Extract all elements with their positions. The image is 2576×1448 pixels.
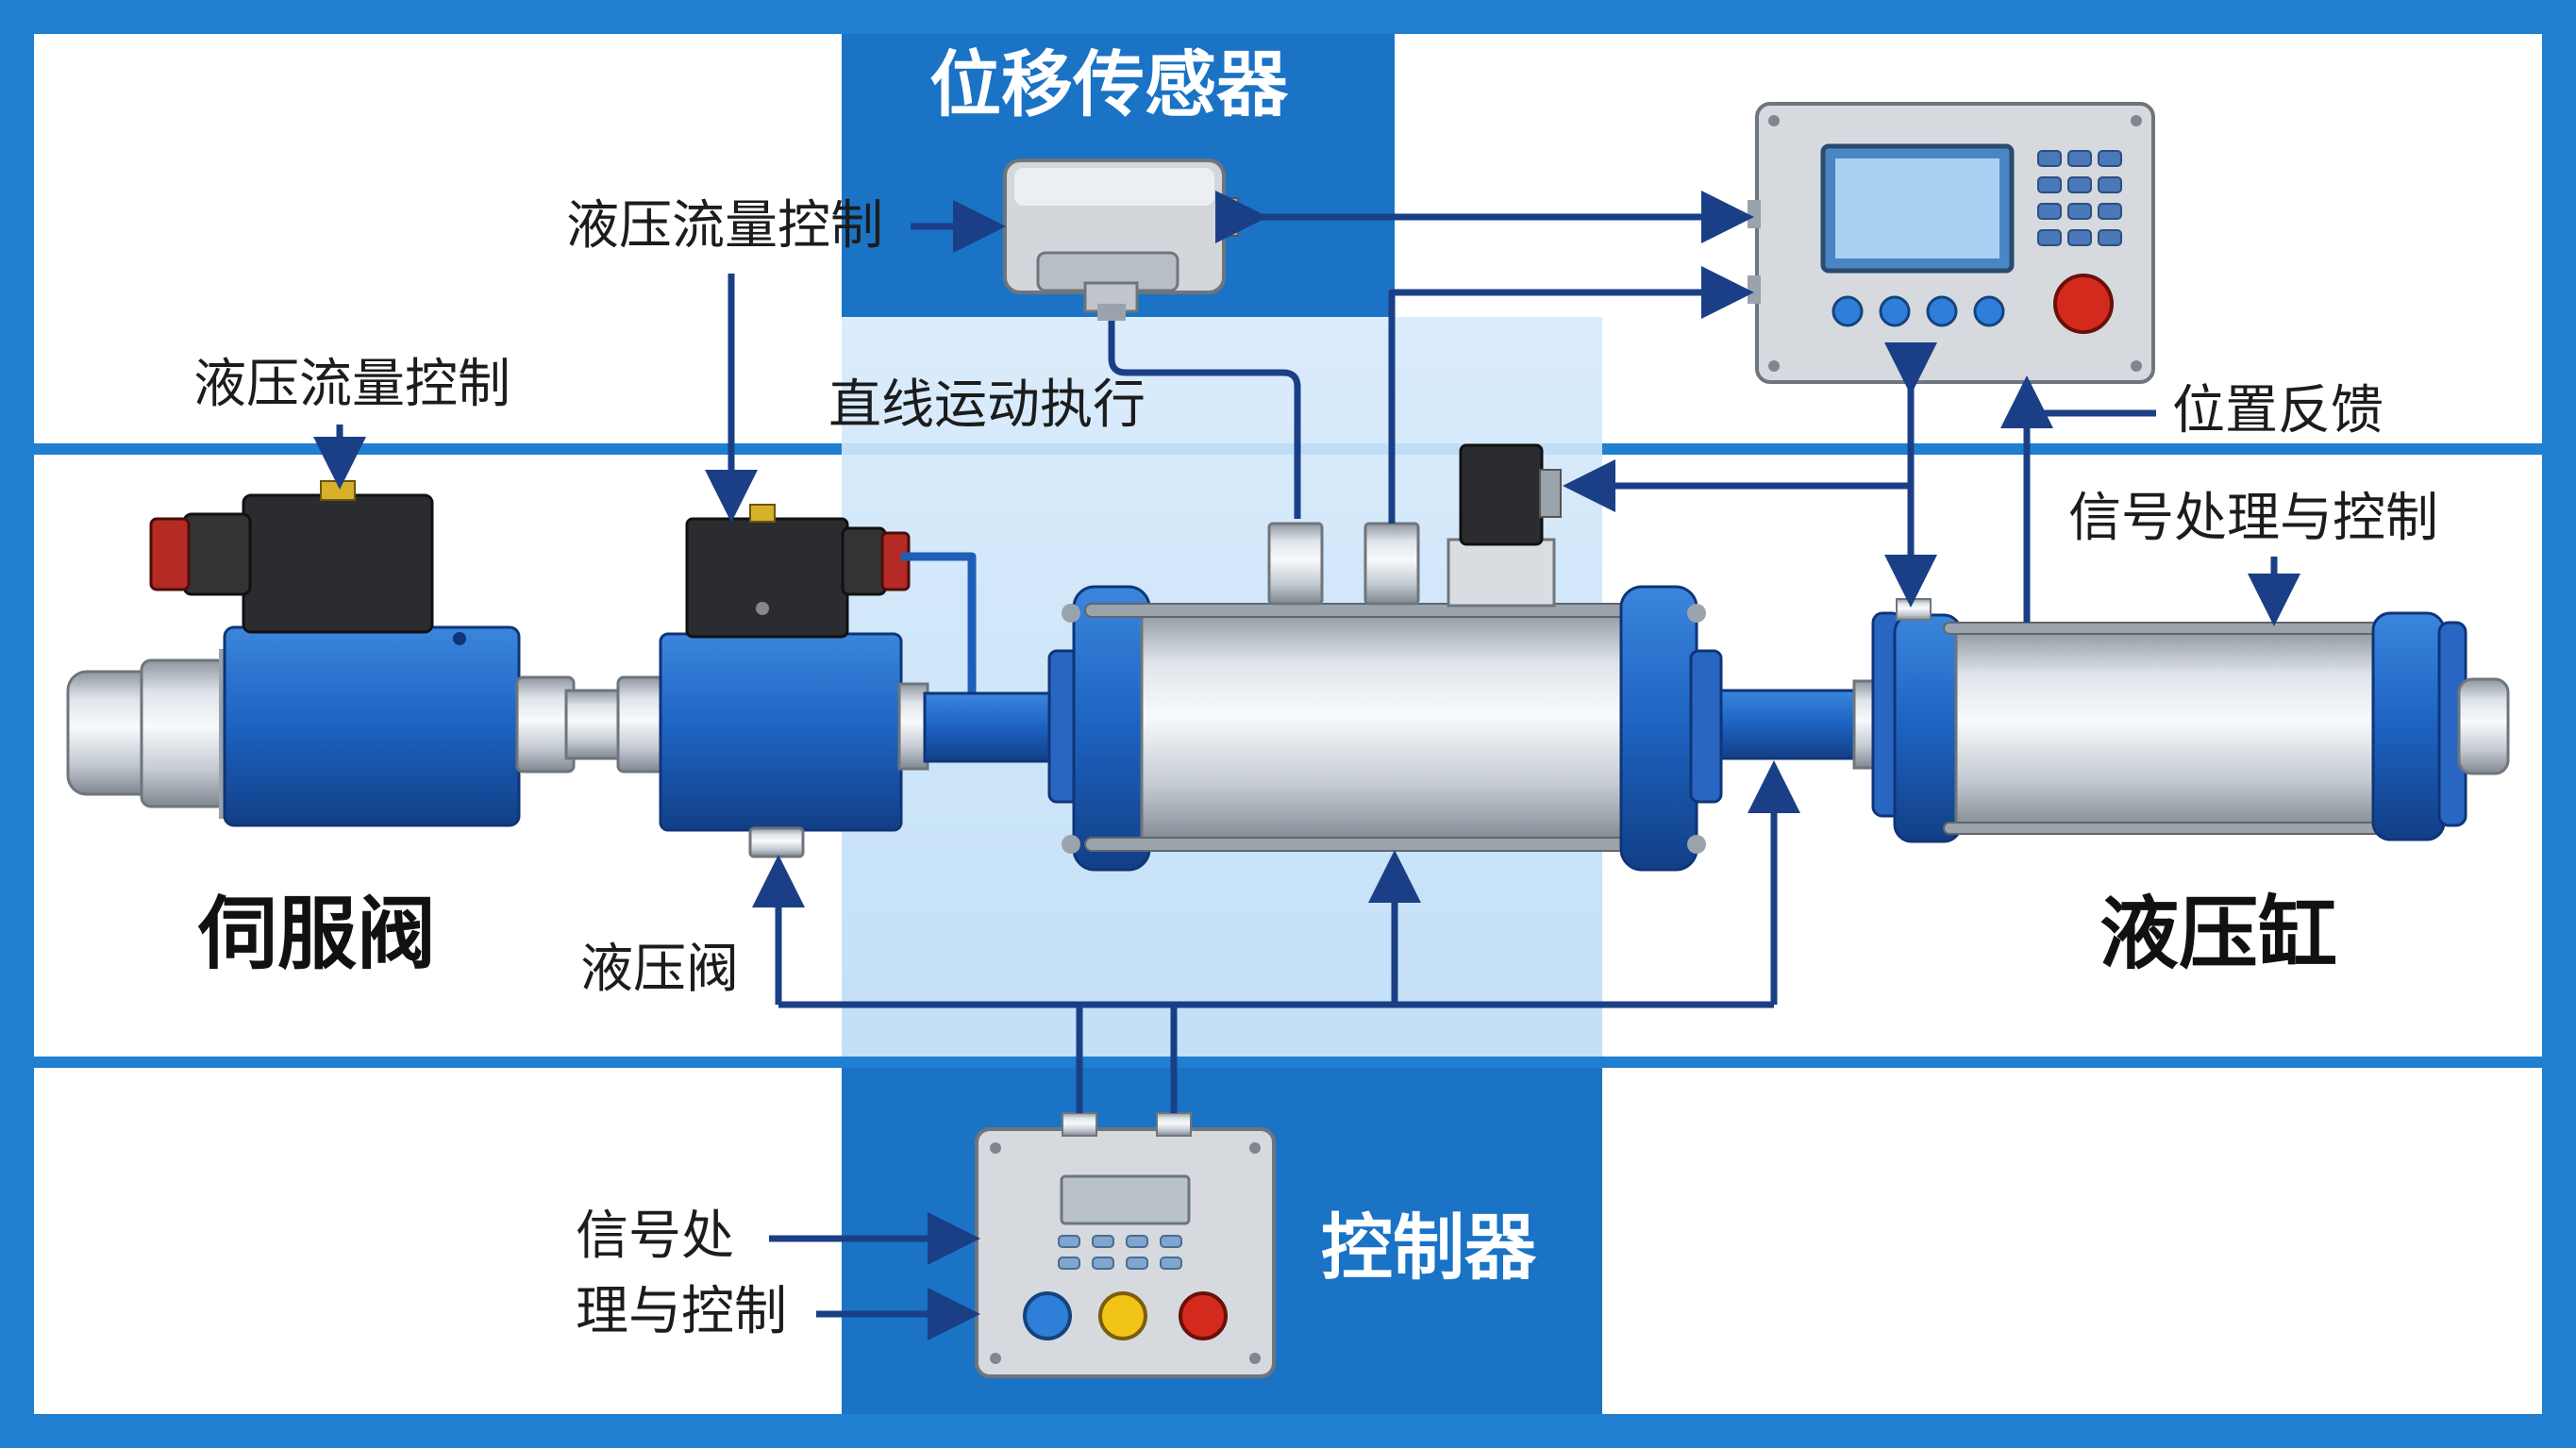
controller-icon (975, 1112, 1276, 1378)
controller-title: 控制器 (1321, 1206, 1536, 1290)
sensor-fitting-link (1108, 321, 1301, 519)
servo-valve-icon (66, 480, 667, 827)
hydraulic-cylinder-label: 液压缸 (2099, 888, 2338, 980)
flow-control-left-label: 液压流量控制 (193, 354, 510, 415)
sensor-title: 位移传感器 (929, 42, 1288, 126)
pipe-right (1719, 689, 1874, 760)
position-feedback-label: 位置反馈 (2172, 380, 2384, 441)
main-cylinder-icon (1047, 443, 1723, 872)
flow-control-top-label: 液压流量控制 (566, 195, 883, 257)
hydraulic-cylinder-icon (1871, 598, 2510, 843)
signal-processing-line1: 信号处 (576, 1206, 734, 1267)
fitting-panel-link (1388, 266, 1754, 524)
linear-motion-label: 直线运动执行 (828, 374, 1146, 436)
control-panel-icon (1748, 102, 2155, 384)
divider-lower (34, 1057, 2542, 1068)
signal-processing-line2: 理与控制 (576, 1281, 787, 1342)
hydraulic-valve-label: 液压阀 (580, 939, 739, 1000)
pipe-left (923, 691, 1059, 763)
signal-processing-right-label: 信号处理与控制 (2068, 488, 2438, 549)
servo-valve-label: 伺服阀 (198, 888, 437, 980)
